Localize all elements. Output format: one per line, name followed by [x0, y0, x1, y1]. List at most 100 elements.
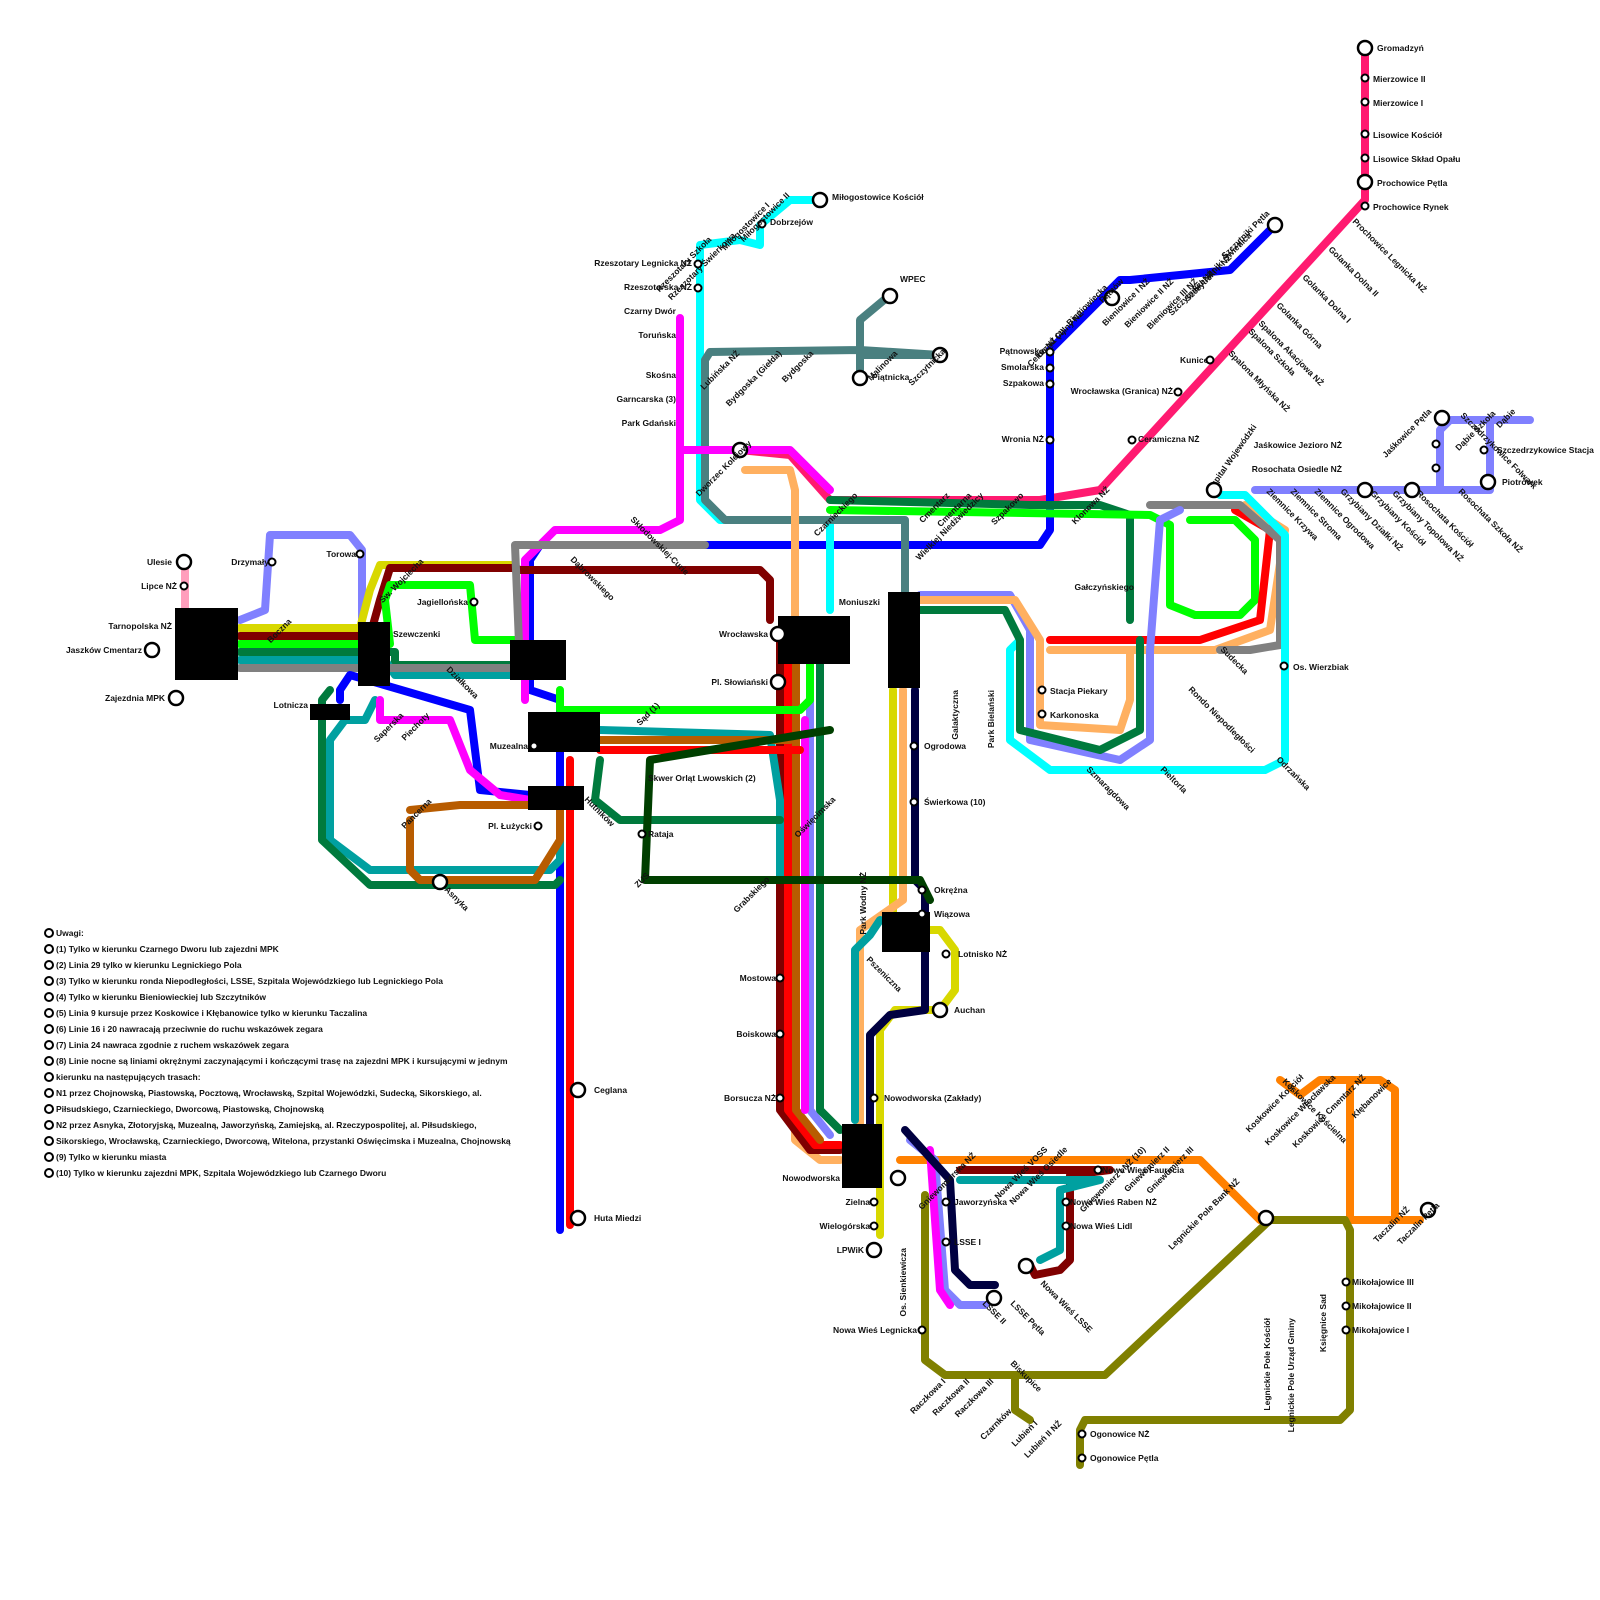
stop-marker — [1127, 435, 1137, 445]
route-line-cyan-east — [1006, 491, 1289, 774]
station-huta-miedzi: Huta Miedzi — [594, 1213, 641, 1223]
station-ogrodowa: Ogrodowa — [924, 741, 966, 751]
station-lisowice-kosciol: Lisowice Kościół — [1373, 130, 1443, 140]
station-lsse-i: LSSE I — [954, 1237, 981, 1247]
station-lsse-petla: LSSE Pętla — [1009, 1298, 1048, 1337]
stop-marker — [909, 797, 919, 807]
note-item: (1) Tylko w kierunku Czarnego Dworu lub … — [44, 941, 564, 957]
station-golanka-dolna-ii: Golanka Dolna II — [1327, 244, 1381, 298]
note-item: Sikorskiego, Wrocławską, Czarnieckiego, … — [44, 1133, 564, 1149]
route-line-teal-muzealna — [596, 726, 784, 884]
terminus-marker — [931, 346, 949, 364]
hub-tarnopolska — [175, 608, 238, 680]
station-stacja-piekary: Stacja Piekary — [1050, 686, 1108, 696]
station-tarnopolska: Tarnopolska NŻ — [108, 621, 172, 631]
stop-marker — [1479, 445, 1489, 455]
terminus-marker — [1479, 473, 1497, 491]
station-milogostowice-kosciol: Miłogostowice Kościół — [832, 192, 924, 202]
note-bullet-icon — [44, 1008, 54, 1018]
station-odrzanska: Odrzańska — [1275, 754, 1313, 792]
station-nowa-wies-faurecia: Nowa Wieś Faurecia — [1102, 1165, 1184, 1175]
station-wroclawska: Wrocławska — [719, 629, 768, 639]
station-gromadzyn: Gromadzyń — [1377, 43, 1424, 53]
route-line-periwinkle-central — [806, 636, 834, 1139]
route-line-teal-east — [956, 1176, 1104, 1264]
station-piechoty: Piechoty — [399, 710, 431, 742]
station-nowodworska-zaklady: Nowodworska (Zakłady) — [884, 1093, 981, 1103]
route-line-slate — [701, 291, 944, 614]
stop-marker — [1360, 201, 1370, 211]
terminus-marker — [1257, 1209, 1275, 1227]
route-line-teal-south — [851, 916, 884, 1124]
stop-marker — [637, 829, 647, 839]
station-ceramiczna: Ceramiczna NŻ — [1138, 434, 1199, 444]
terminus-marker — [1433, 409, 1451, 427]
hub-muzealna — [528, 712, 600, 752]
station-mierzowice-i: Mierzowice I — [1373, 98, 1423, 108]
station-wronia: Wronia NŻ — [1002, 434, 1044, 444]
route-line-red-central — [784, 626, 844, 1149]
stop-marker — [529, 741, 539, 751]
station-park-bielanski: Park Bielański — [986, 690, 996, 748]
terminus-marker — [175, 553, 193, 571]
station-ogonowice: Ogonowice NŻ — [1090, 1429, 1150, 1439]
station-lpwik: LPWiK — [837, 1245, 865, 1255]
station-boiskowa: Boiskowa — [736, 1029, 776, 1039]
terminus-marker — [931, 1001, 949, 1019]
station-mikolajowice-ii: Mikołajowice II — [1352, 1301, 1412, 1311]
route-line-dkgreen-loop — [916, 606, 1144, 754]
stop-marker — [1279, 661, 1289, 671]
stop-marker — [1093, 1165, 1103, 1175]
route-line-magenta-sw — [376, 696, 534, 804]
station-jaskowice-jezioro: Jaśkowice Jezioro NŻ — [1254, 440, 1342, 450]
station-wpec: WPEC — [900, 274, 926, 284]
station-jaskowice-petla: Jaśkowice Pętla — [1380, 406, 1433, 459]
terminus-marker — [569, 1209, 587, 1227]
terminus-marker — [851, 369, 869, 387]
route-line-orange-south — [856, 686, 907, 1134]
route-line-periwinkle-west — [236, 531, 366, 624]
note-item: N1 przez Chojnowską, Piastowską, Pocztow… — [44, 1085, 564, 1101]
route-line-trunk-gray — [1146, 501, 1284, 654]
route-line-dkgreen-muzealna — [591, 756, 784, 824]
stop-marker — [941, 1237, 951, 1247]
station-skosna: Skośna — [646, 370, 677, 380]
station-skwer-orlat: Skwer Orląt Lwowskich (2) — [648, 773, 756, 783]
route-line-magenta-lsse — [926, 1146, 954, 1309]
station-prochowice-rynek: Prochowice Rynek — [1373, 202, 1449, 212]
hub-wroclawska — [778, 616, 850, 664]
note-bullet-icon — [44, 992, 54, 1002]
station-os-wierzbiak: Os. Wierzbiak — [1293, 662, 1349, 672]
stop-marker — [941, 1197, 951, 1207]
terminus-marker — [1356, 173, 1374, 191]
route-line-green-sad — [556, 616, 814, 714]
stop-marker — [179, 581, 189, 591]
stop-marker — [917, 909, 927, 919]
stop-marker — [757, 219, 767, 229]
notes-title: Uwagi: — [44, 925, 564, 941]
route-line-orange-koskowice — [1276, 1076, 1399, 1224]
note-bullet-icon — [44, 1040, 54, 1050]
station-pl-luzycki: Pl. Łużycki — [488, 821, 532, 831]
stop-marker — [869, 1221, 879, 1231]
stop-marker — [1360, 153, 1370, 163]
station-wielogorska: Wielogórska — [820, 1221, 871, 1231]
terminus-marker — [1103, 289, 1121, 307]
stop-marker — [1037, 709, 1047, 719]
station-torowa: Torowa — [326, 549, 356, 559]
station-wiazowa: Wiązowa — [934, 909, 970, 919]
station-galaktyczna: Galaktyczna — [950, 690, 960, 740]
terminus-marker — [889, 1169, 907, 1187]
station-nowa-wies-raben: Nowa Wieś Raben NŻ — [1070, 1197, 1157, 1207]
stop-marker — [1341, 1325, 1351, 1335]
route-line-blue-sw — [336, 671, 534, 799]
stop-marker — [1360, 97, 1370, 107]
stop-marker — [1077, 1453, 1087, 1463]
station-pszeniczna: Pszeniczna — [865, 954, 905, 994]
note-bullet-icon — [44, 1088, 54, 1098]
station-wroclawska-granica: Wrocławska (Granica) NŻ — [1071, 386, 1173, 396]
route-line-periwinkle-east — [1251, 416, 1494, 494]
stop-marker — [1431, 463, 1441, 473]
station-piatnicka: Piątnicka — [872, 372, 910, 382]
terminus-marker — [865, 1241, 883, 1259]
